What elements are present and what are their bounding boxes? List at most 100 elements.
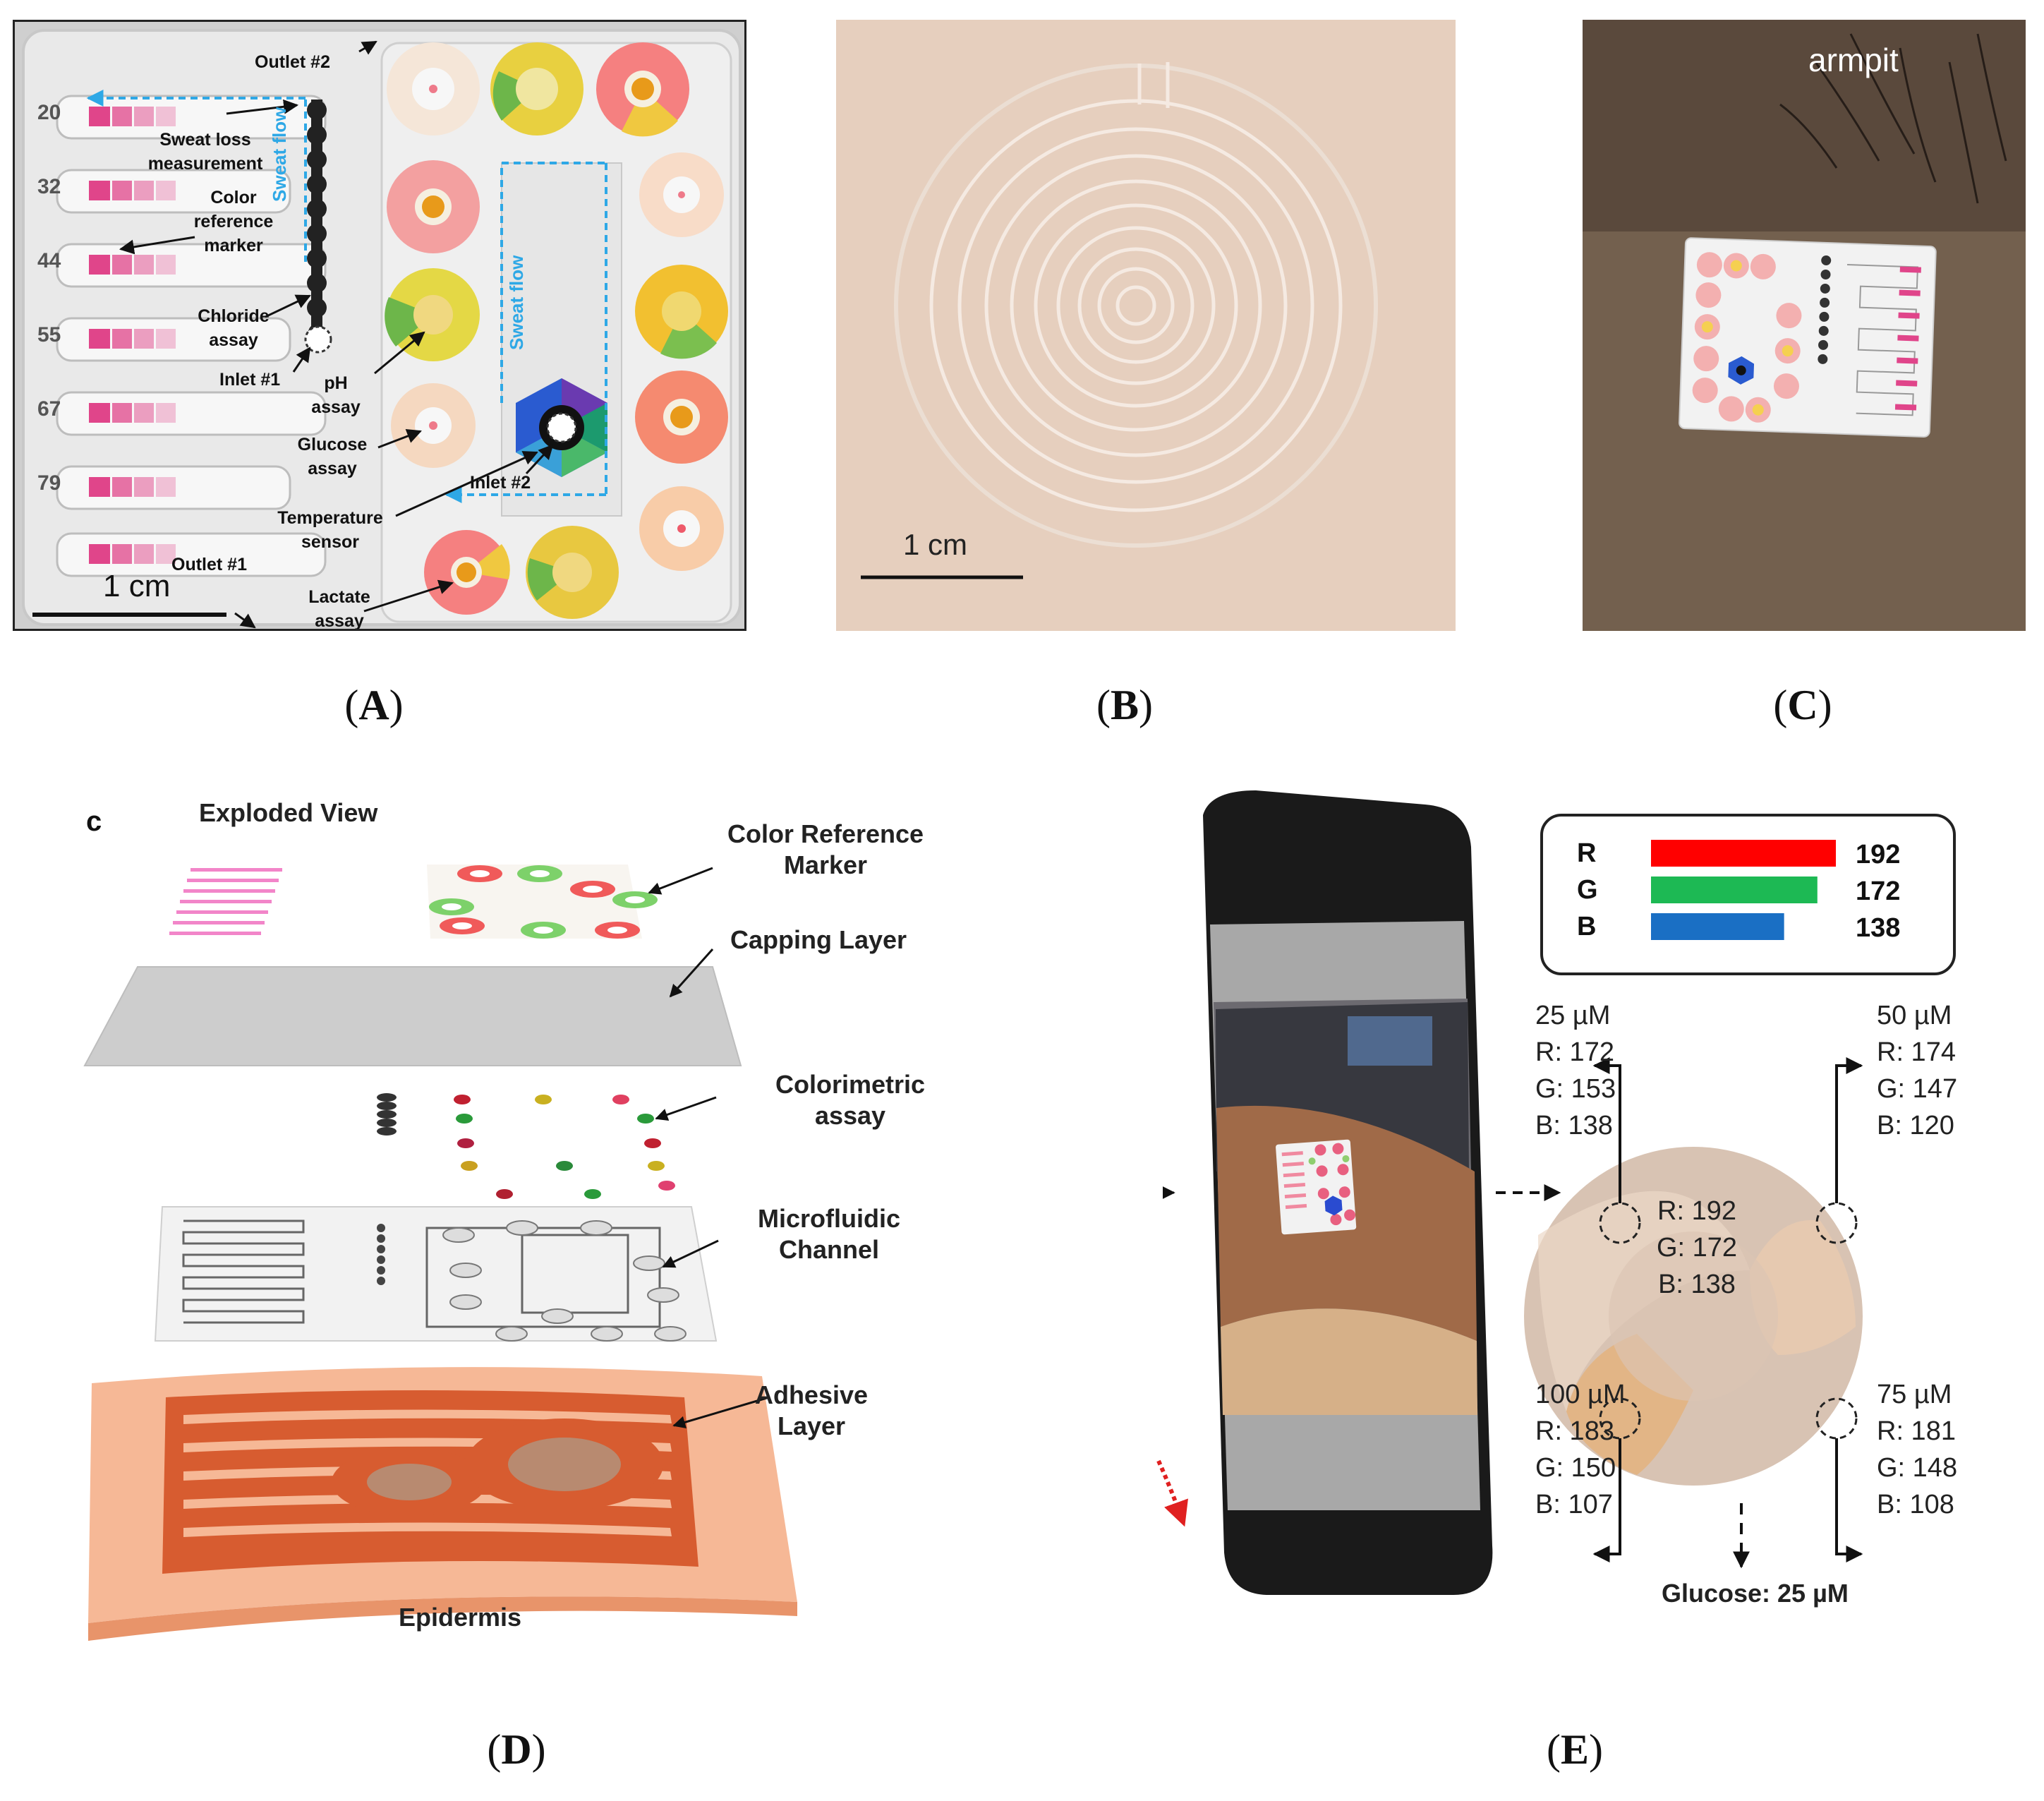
caption-b: (B) <box>1096 682 1153 728</box>
ref-75-r: R: 181 <box>1877 1416 1956 1446</box>
panel-b-drawing <box>836 20 1456 631</box>
center-b-value: B: 138 <box>1658 1270 1736 1299</box>
label-color-reference-marker-line2: Marker <box>783 850 868 879</box>
label-armpit: armpit <box>1808 42 1899 78</box>
label-colorimetric-assay: Colorimetric assay <box>769 1069 931 1131</box>
label-inlet-1: Inlet #1 <box>219 370 281 390</box>
label-color-reference-marker-line1: Color Reference <box>727 819 924 848</box>
caption-c: (C) <box>1773 682 1832 728</box>
ref-100-r: R: 183 <box>1535 1416 1614 1446</box>
reference-75uM: 75 µM R: 181 G: 148 B: 108 <box>1877 1376 1957 1523</box>
rgb-channel-label-r: R <box>1577 838 1596 868</box>
sample-disc <box>1524 1147 1863 1486</box>
panel-c-drawing <box>1583 20 2026 631</box>
reference-25uM: 25 µM R: 172 G: 153 B: 138 <box>1535 997 1616 1144</box>
label-microfluidic-channel-line1: Microfluidic <box>757 1204 900 1233</box>
ref-label-79: 79 <box>37 471 61 495</box>
label-colorimetric-assay-line2: assay <box>814 1101 886 1130</box>
ref-25-r: R: 172 <box>1535 1037 1614 1067</box>
caption-b-letter: B <box>1110 682 1139 728</box>
label-sweat-loss-line2: measurement <box>147 154 263 174</box>
glucose-result: Glucose: 25 µM <box>1662 1579 1849 1608</box>
panel-a-device-photo: 20 32 44 55 67 79 Outlet #2 Sweat loss m… <box>13 20 746 631</box>
color-reference-strips <box>89 107 176 564</box>
smartphone <box>1203 790 1493 1595</box>
microfluidic-channel-layer <box>154 1206 718 1342</box>
label-temperature-line1: Temperature <box>277 508 383 528</box>
rgb-bar-b <box>1651 913 1784 940</box>
center-g-value: G: 172 <box>1656 1233 1738 1263</box>
caption-d-letter: D <box>501 1726 532 1773</box>
caption-a: (A) <box>344 682 404 728</box>
sweat-flow-path-2 <box>445 162 607 503</box>
wearable-patch <box>1679 237 1937 438</box>
capping-layer <box>83 966 742 1066</box>
caption-c-letter: C <box>1787 682 1818 728</box>
ref-100-conc: 100 µM <box>1535 1380 1626 1409</box>
ref-25-conc: 25 µM <box>1535 1001 1611 1030</box>
ref-25-b: B: 138 <box>1535 1111 1613 1140</box>
label-color-reference-marker: Color Reference Marker <box>720 819 931 881</box>
rgb-bar-g <box>1651 877 1818 903</box>
label-glucose: Glucose assay <box>283 433 382 481</box>
caption-d: (D) <box>487 1726 546 1773</box>
panel-a-drawing <box>22 29 742 629</box>
ref-label-55: 55 <box>37 323 61 347</box>
label-sweat-flow-1: Sweat flow <box>269 107 290 202</box>
reference-50uM: 50 µM R: 174 G: 147 B: 120 <box>1877 997 1957 1144</box>
colorimetric-assay-layer <box>377 1093 675 1199</box>
ref-50-b: B: 120 <box>1877 1111 1954 1140</box>
label-adhesive-layer-line2: Layer <box>777 1411 846 1440</box>
panel-d-letter: c <box>86 806 102 837</box>
ref-75-g: G: 148 <box>1877 1453 1958 1483</box>
ref-50-g: G: 147 <box>1877 1074 1958 1104</box>
label-microfluidic-channel-line2: Channel <box>778 1235 879 1264</box>
label-ph-line2: assay <box>311 397 361 417</box>
label-outlet-2: Outlet #2 <box>255 52 330 72</box>
caption-e: (E) <box>1547 1726 1603 1773</box>
rgb-bar-r <box>1651 840 1836 867</box>
label-chloride-line2: assay <box>209 330 258 350</box>
rgb-channel-label-b: B <box>1577 912 1596 941</box>
color-reference-layer <box>169 865 658 939</box>
label-ph-line1: pH <box>324 373 348 393</box>
label-glucose-line2: assay <box>308 459 357 478</box>
temperature-sensor-hexagon <box>516 378 607 477</box>
caption-a-letter: A <box>358 682 389 728</box>
label-colorimetric-assay-line1: Colorimetric <box>775 1070 926 1099</box>
rgb-value-g: 172 <box>1856 877 1900 906</box>
center-rgb-values: R: 192 G: 172 B: 138 <box>1644 1193 1750 1303</box>
panel-d-drawing <box>83 865 797 1641</box>
label-sweat-loss: Sweat loss measurement <box>135 128 276 176</box>
adhesive-and-epidermis <box>88 1367 797 1641</box>
label-lactate-line1: Lactate <box>308 587 370 607</box>
rgb-channel-label-g: G <box>1577 875 1598 905</box>
rgb-value-r: 192 <box>1856 840 1900 869</box>
ref-label-67: 67 <box>37 397 61 421</box>
spiral-channel <box>894 62 1378 548</box>
ref-label-44: 44 <box>37 249 61 272</box>
label-lactate-line2: assay <box>315 611 364 631</box>
label-color-reference-line1: Color <box>210 188 257 207</box>
label-color-reference-line2: reference <box>193 212 274 231</box>
ref-100-g: G: 150 <box>1535 1453 1616 1483</box>
ref-label-32: 32 <box>37 175 61 198</box>
reference-100uM: 100 µM R: 183 G: 150 B: 107 <box>1535 1376 1626 1523</box>
exploded-view-title: Exploded View <box>199 798 378 827</box>
label-adhesive-layer: Adhesive Layer <box>748 1380 875 1442</box>
label-chloride-line1: Chloride <box>198 306 270 326</box>
label-temperature: Temperature sensor <box>263 506 397 554</box>
label-glucose-line1: Glucose <box>297 435 368 454</box>
rgb-value-b: 138 <box>1856 913 1900 943</box>
label-inlet-2: Inlet #2 <box>470 473 531 493</box>
sweat-flow-path-1 <box>86 90 307 262</box>
scale-label-b: 1 cm <box>903 528 968 561</box>
patch-on-arm <box>1276 1139 1357 1235</box>
label-capping-layer: Capping Layer <box>730 925 907 954</box>
label-epidermis: Epidermis <box>399 1603 522 1632</box>
panel-c-armpit-photo: armpit <box>1583 20 2026 631</box>
label-lactate: Lactate assay <box>301 585 378 631</box>
